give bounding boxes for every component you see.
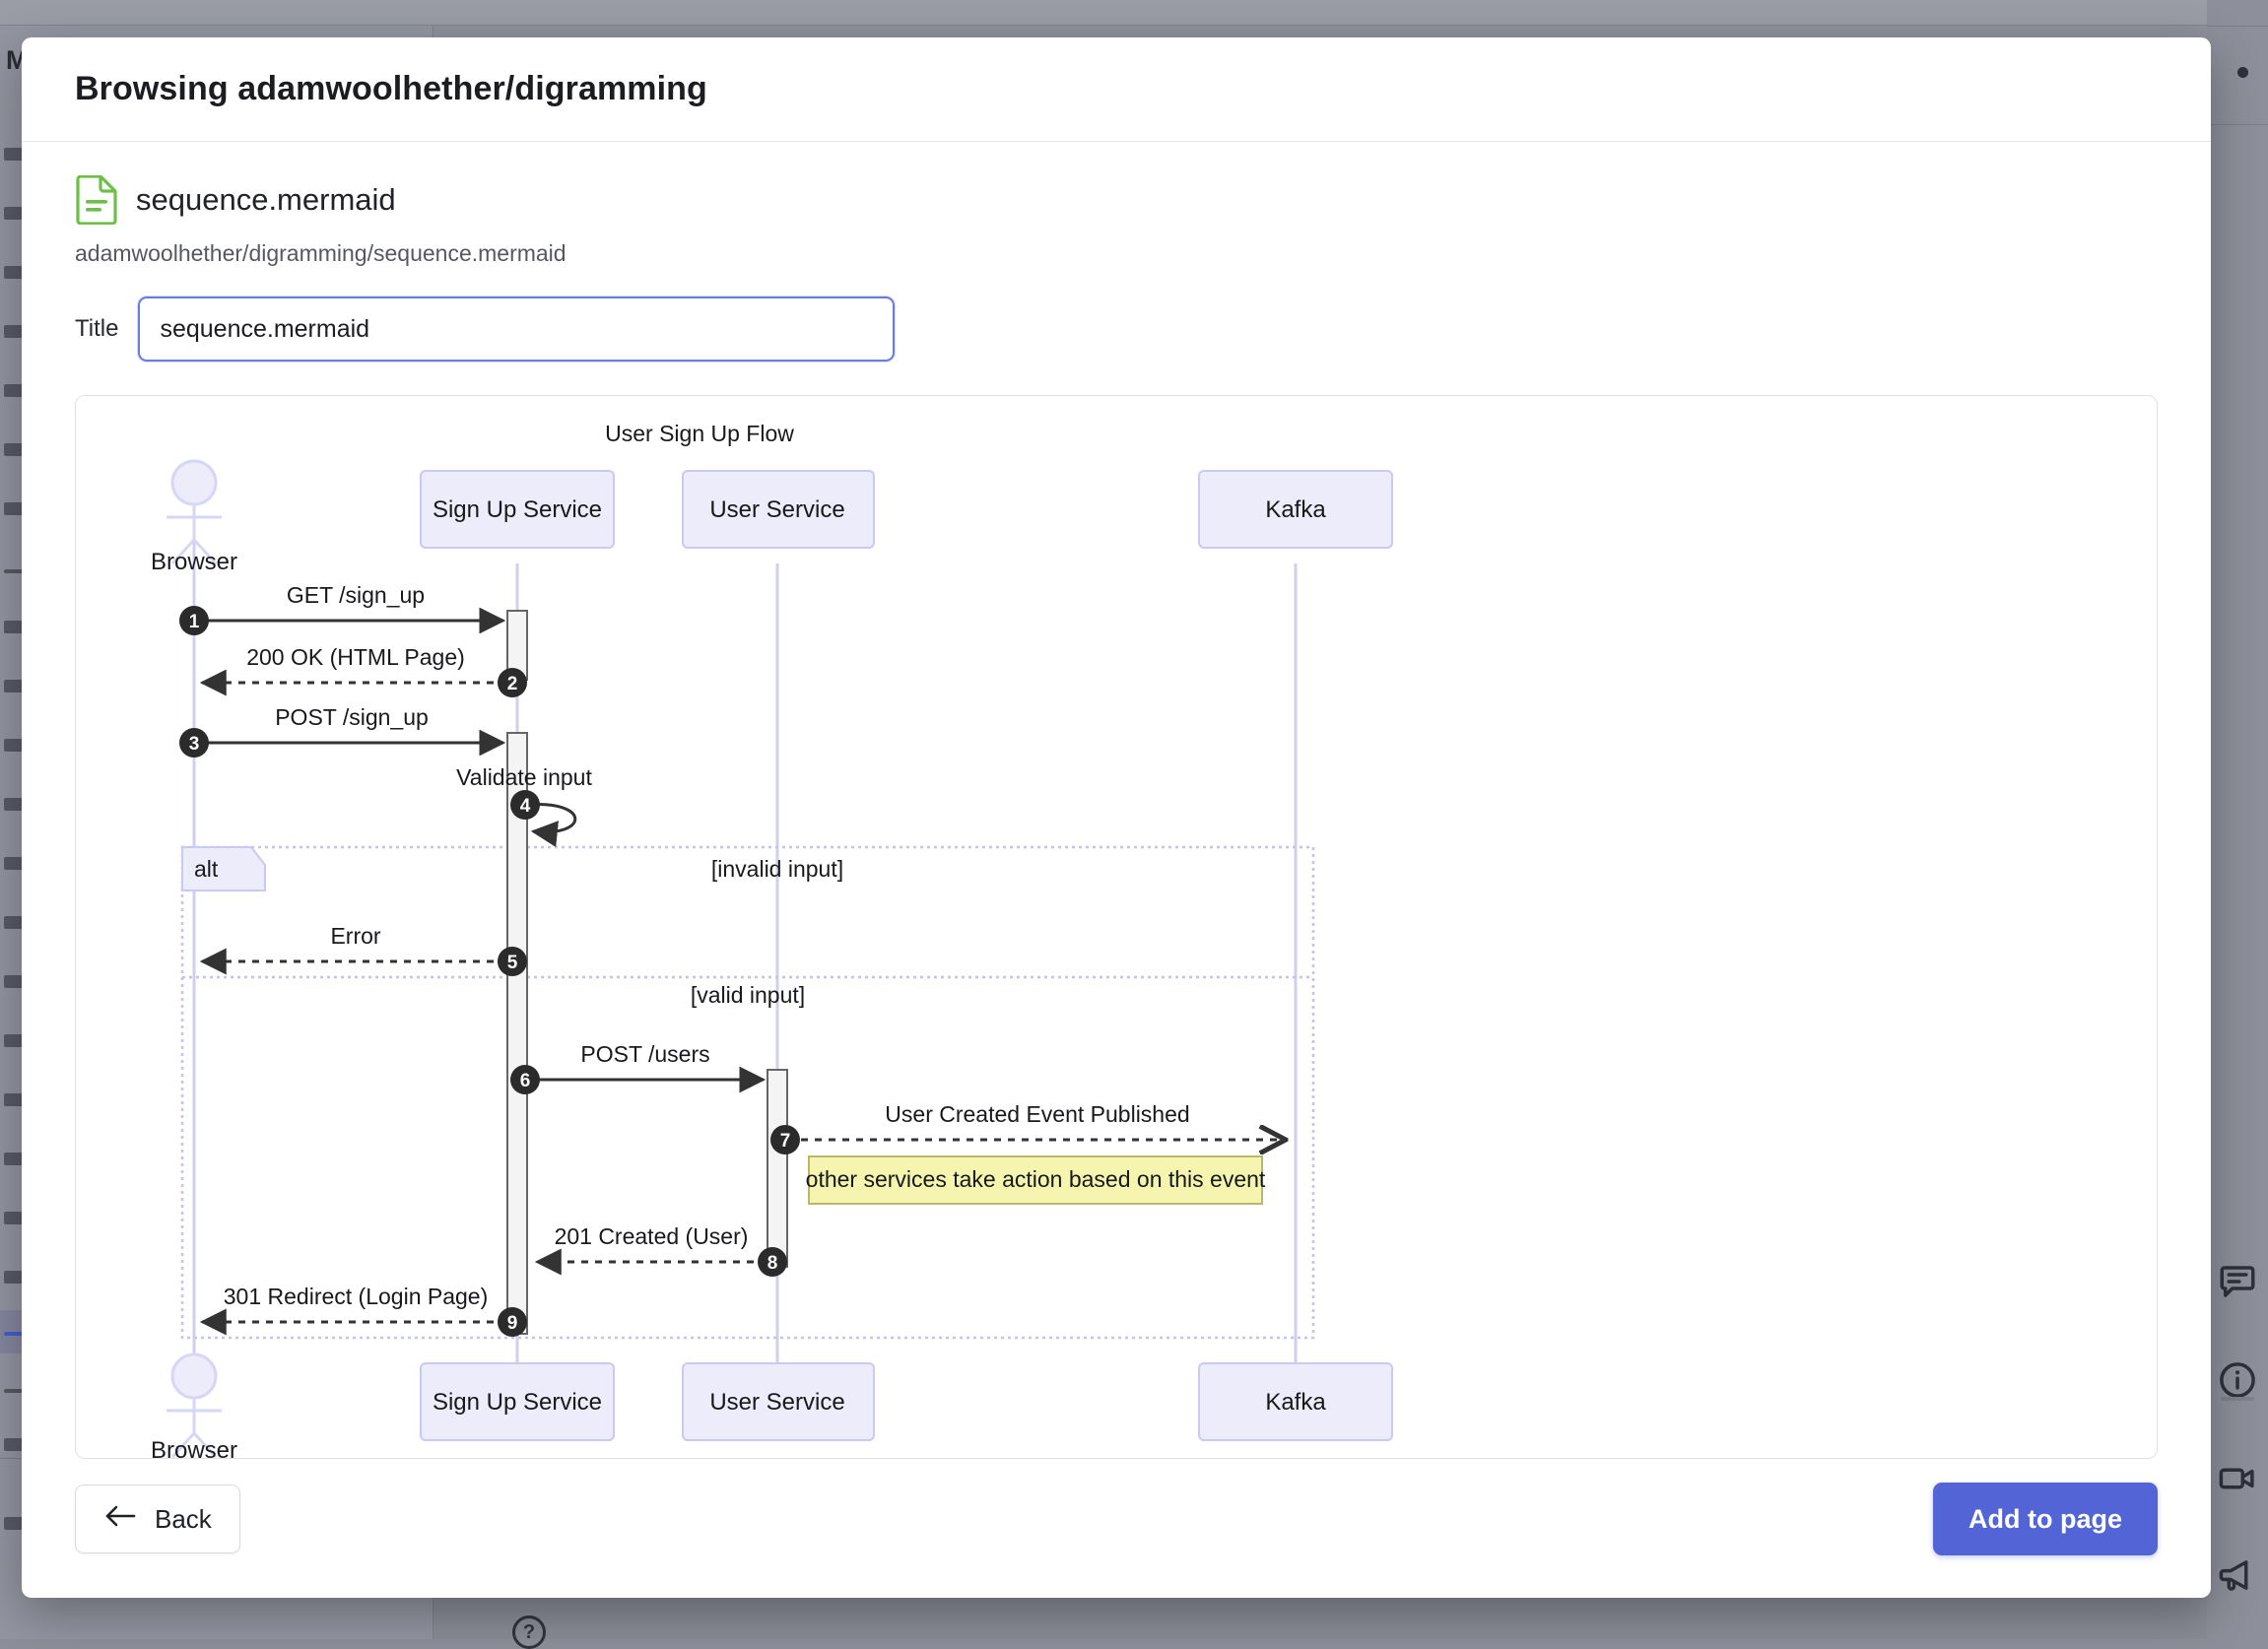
message-3-label: POST /sign_up bbox=[275, 704, 429, 730]
alt-branch-1-condition: [invalid input] bbox=[711, 856, 843, 882]
message-6-label: POST /users bbox=[580, 1041, 709, 1067]
modal-header: Browsing adamwoolhether/digramming bbox=[22, 37, 2211, 142]
back-button[interactable]: Back bbox=[75, 1484, 240, 1553]
modal-body: sequence.mermaid adamwoolhether/digrammi… bbox=[22, 142, 2211, 1459]
message-1: GET /sign_up 1 bbox=[179, 582, 503, 635]
message-6-number: 6 bbox=[520, 1071, 531, 1091]
message-8-label: 201 Created (User) bbox=[555, 1223, 749, 1249]
rail-dot-icon bbox=[2237, 67, 2248, 78]
comment-icon[interactable] bbox=[2217, 1261, 2258, 1302]
message-5: Error 5 bbox=[202, 923, 527, 976]
message-7-number: 7 bbox=[780, 1131, 791, 1152]
background-topbar bbox=[0, 0, 2268, 26]
participant-browser-top: Browser bbox=[151, 461, 237, 575]
add-to-page-button[interactable]: Add to page bbox=[1933, 1483, 2158, 1555]
message-4-label: Validate input bbox=[456, 764, 592, 790]
message-9-number: 9 bbox=[507, 1313, 518, 1334]
message-6: POST /users 6 bbox=[510, 1041, 764, 1094]
participant-label-user-bottom: User Service bbox=[709, 1389, 844, 1416]
modal-footer: Back Add to page bbox=[22, 1440, 2211, 1598]
title-field-label: Title bbox=[75, 315, 118, 343]
file-name: sequence.mermaid bbox=[136, 182, 396, 218]
megaphone-icon[interactable] bbox=[2217, 1554, 2258, 1596]
video-camera-icon[interactable] bbox=[2217, 1458, 2258, 1499]
alt-tag-label: alt bbox=[194, 856, 219, 882]
message-1-label: GET /sign_up bbox=[287, 582, 425, 608]
help-badge-label: ? bbox=[515, 1618, 543, 1646]
background-bottom-sidebar bbox=[0, 1596, 434, 1639]
participant-label-signup-top: Sign Up Service bbox=[433, 496, 602, 523]
browse-file-modal: Browsing adamwoolhether/digramming seque… bbox=[22, 37, 2211, 1598]
message-5-label: Error bbox=[330, 923, 380, 949]
message-2-label: 200 OK (HTML Page) bbox=[246, 644, 465, 670]
actor-head-icon bbox=[172, 461, 216, 504]
message-2-number: 2 bbox=[507, 674, 518, 694]
message-8-number: 8 bbox=[767, 1253, 778, 1274]
back-button-label: Back bbox=[155, 1504, 212, 1535]
title-input[interactable] bbox=[160, 315, 873, 344]
mermaid-diagram-card: User Sign Up Flow alt [invalid input] [v… bbox=[75, 395, 2158, 1459]
message-4-number: 4 bbox=[520, 796, 531, 817]
message-2: 200 OK (HTML Page) 2 bbox=[202, 644, 527, 697]
title-field-row: Title bbox=[75, 297, 2158, 362]
note-over-kafka: other services take action based on this… bbox=[806, 1156, 1266, 1204]
file-path: adamwoolhether/digramming/sequence.merma… bbox=[75, 240, 2158, 267]
message-1-number: 1 bbox=[189, 612, 200, 632]
message-9-label: 301 Redirect (Login Page) bbox=[224, 1284, 489, 1309]
message-5-number: 5 bbox=[507, 953, 518, 973]
participant-label-kafka-bottom: Kafka bbox=[1265, 1389, 1326, 1416]
message-9: 301 Redirect (Login Page) 9 bbox=[202, 1284, 527, 1337]
participant-label-browser: Browser bbox=[151, 549, 237, 575]
message-8: 201 Created (User) 8 bbox=[537, 1223, 787, 1277]
participant-label-user-top: User Service bbox=[709, 496, 844, 523]
activation-user-1 bbox=[767, 1070, 787, 1267]
actor-head-icon bbox=[172, 1354, 216, 1398]
note-text: other services take action based on this… bbox=[806, 1166, 1266, 1192]
alt-branch-2-condition: [valid input] bbox=[691, 982, 805, 1008]
rail-divider bbox=[2207, 124, 2268, 125]
diagram-title: User Sign Up Flow bbox=[605, 421, 794, 446]
document-file-icon bbox=[75, 175, 118, 225]
message-3-number: 3 bbox=[189, 734, 200, 755]
rail-divider bbox=[2221, 1397, 2254, 1401]
help-badge-icon: ? bbox=[512, 1616, 546, 1649]
participant-label-kafka-top: Kafka bbox=[1265, 496, 1326, 523]
page-title: Browsing adamwoolhether/digramming bbox=[75, 70, 707, 108]
message-7-label: User Created Event Published bbox=[885, 1101, 1189, 1127]
message-7: User Created Event Published 7 bbox=[770, 1101, 1286, 1154]
arrow-left-icon bbox=[103, 1503, 137, 1536]
file-row: sequence.mermaid bbox=[75, 175, 2158, 225]
alt-fragment-box bbox=[182, 847, 1313, 1338]
title-input-wrapper[interactable] bbox=[138, 297, 895, 362]
activation-signup-2 bbox=[507, 733, 527, 1334]
sequence-diagram: User Sign Up Flow alt [invalid input] [v… bbox=[76, 396, 2158, 1459]
message-3: POST /sign_up 3 bbox=[179, 704, 503, 758]
right-icon-rail bbox=[2207, 0, 2268, 1639]
participant-label-signup-bottom: Sign Up Service bbox=[433, 1389, 602, 1416]
info-icon[interactable] bbox=[2217, 1359, 2258, 1401]
rail-divider bbox=[2207, 26, 2268, 27]
